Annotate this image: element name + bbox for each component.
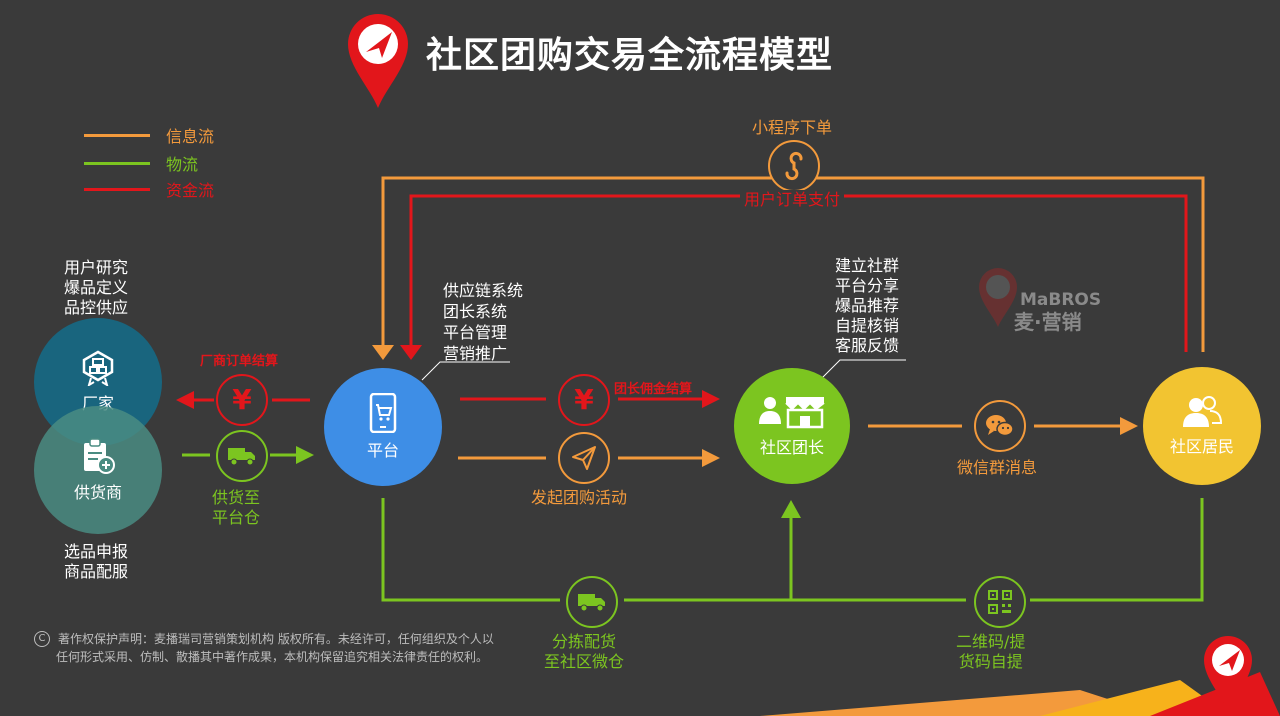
mini-program-arrowhead bbox=[372, 345, 394, 360]
legend-item-money: 资金流 bbox=[84, 178, 214, 200]
settlement-arrowhead bbox=[176, 391, 194, 409]
clipboard-add-icon bbox=[84, 438, 115, 474]
activity-arrowhead bbox=[702, 449, 720, 467]
leader-label: 社区团长 bbox=[759, 438, 824, 457]
leader-note-4: 自提核销 bbox=[835, 316, 900, 335]
commission-arrowhead bbox=[702, 390, 720, 408]
qr-code-icon bbox=[988, 590, 1012, 614]
watermark-latin: MaBROS bbox=[1020, 290, 1102, 310]
platform-label: 平台 bbox=[366, 441, 399, 460]
supply-label: 供货至 平台仓 bbox=[212, 488, 260, 528]
qr-pickup-label-line-1: 二维码/提 bbox=[956, 632, 1026, 651]
certificate-icon bbox=[82, 350, 114, 386]
node-platform: 平台 bbox=[324, 368, 442, 486]
pickup-line-right bbox=[1030, 498, 1204, 602]
decor-stripe-orange bbox=[760, 690, 1160, 716]
node-resident: 社区居民 bbox=[1143, 367, 1261, 485]
legend-label-logistics: 物流 bbox=[166, 155, 199, 174]
legend-label-money: 资金流 bbox=[166, 181, 215, 200]
leader-note-3: 爆品推荐 bbox=[835, 296, 900, 315]
qr-pickup-label: 二维码/提 货码自提 bbox=[956, 632, 1025, 672]
manufacturer-note-3: 品控供应 bbox=[64, 298, 129, 317]
pin-logo-icon bbox=[348, 14, 408, 108]
copyright-line-1: 著作权保护声明：麦播瑞司营销策划机构 版权所有。未经许可，任何组织及个人以 bbox=[58, 632, 494, 646]
qr-pickup-label-line-2: 货码自提 bbox=[958, 652, 1023, 671]
mini-program-label: 小程序下单 bbox=[752, 118, 833, 137]
manufacturer-note-1: 用户研究 bbox=[64, 258, 129, 277]
activity-label: 发起团购活动 bbox=[531, 488, 628, 507]
activity-badge bbox=[558, 432, 610, 484]
platform-note-2: 团长系统 bbox=[443, 302, 508, 321]
resident-label: 社区居民 bbox=[1169, 437, 1234, 456]
node-leader: 社区团长 bbox=[734, 368, 850, 484]
node-supplier: 供货商 bbox=[34, 406, 162, 534]
distribution-badge bbox=[566, 576, 618, 628]
distribution-label-line-2: 至社区微仓 bbox=[544, 652, 625, 671]
commission-badge: ¥ bbox=[558, 374, 610, 426]
shop-person-icon bbox=[759, 397, 825, 429]
platform-note-3: 平台管理 bbox=[443, 323, 508, 342]
leader-note-5: 客服反馈 bbox=[835, 336, 900, 355]
manufacturer-settlement-label: 厂商订单结算 bbox=[200, 354, 279, 369]
supply-arrowhead bbox=[296, 446, 314, 464]
settlement-badge: ¥ bbox=[216, 374, 268, 426]
copyright-line-2: 任何形式采用、仿制、散播其中著作成果，本机构保留追究相关法律责任的权利。 bbox=[56, 650, 489, 664]
commission-label: 团长佣金结算 bbox=[614, 382, 693, 397]
legend-item-info: 信息流 bbox=[84, 124, 214, 146]
leader-note-2: 平台分享 bbox=[835, 276, 900, 295]
wechat-label: 微信群消息 bbox=[957, 458, 1038, 477]
user-payment-arrowhead bbox=[400, 345, 422, 360]
legend-item-logistics: 物流 bbox=[84, 152, 198, 174]
copyright-icon: C bbox=[34, 631, 50, 647]
watermark-pin-icon bbox=[979, 268, 1017, 327]
distribution-arrowhead bbox=[781, 500, 801, 518]
distribution-line-left bbox=[381, 498, 560, 602]
legend-swatch-info bbox=[84, 133, 150, 137]
mini-program-badge bbox=[768, 140, 820, 192]
truck-icon bbox=[578, 594, 605, 612]
leader-note-1: 建立社群 bbox=[835, 256, 900, 275]
platform-note-pointer bbox=[421, 361, 510, 381]
supply-label-line-1: 供货至 bbox=[212, 488, 261, 507]
distribution-label-line-1: 分拣配货 bbox=[552, 632, 617, 651]
wechat-icon bbox=[986, 415, 1014, 437]
yuan-icon: ¥ bbox=[574, 383, 594, 416]
manufacturer-note-2: 爆品定义 bbox=[64, 278, 129, 297]
legend-label-info: 信息流 bbox=[166, 127, 215, 146]
supplier-note-2: 商品配服 bbox=[64, 562, 129, 581]
platform-notes: 供应链系统 团长系统 平台管理 营销推广 bbox=[443, 280, 523, 364]
leader-notes: 建立社群 平台分享 爆品推荐 自提核销 客服反馈 bbox=[835, 256, 899, 356]
qr-pickup-badge bbox=[974, 576, 1026, 628]
supplier-notes: 选品申报 商品配服 bbox=[64, 542, 128, 582]
distribution-label: 分拣配货 至社区微仓 bbox=[544, 632, 624, 672]
page-title: 社区团购交易全流程模型 bbox=[426, 35, 834, 76]
platform-note-4: 营销推广 bbox=[443, 344, 508, 363]
legend-swatch-logistics bbox=[84, 161, 150, 165]
mobile-cart-icon bbox=[369, 393, 397, 433]
distribution-line-right bbox=[624, 518, 793, 602]
wechat-arrowhead bbox=[1120, 417, 1138, 435]
manufacturer-notes: 用户研究 爆品定义 品控供应 bbox=[64, 258, 128, 318]
copyright-notice: C 著作权保护声明：麦播瑞司营销策划机构 版权所有。未经许可，任何组织及个人以 … bbox=[34, 630, 494, 666]
platform-note-1: 供应链系统 bbox=[443, 281, 524, 300]
leader-note-pointer bbox=[821, 359, 906, 379]
corner-pin-icon bbox=[1204, 636, 1252, 712]
copyright-line-1-row: C 著作权保护声明：麦播瑞司营销策划机构 版权所有。未经许可，任何组织及个人以 bbox=[34, 630, 494, 648]
watermark-chinese: 麦·营销 bbox=[1014, 310, 1082, 334]
yuan-icon: ¥ bbox=[232, 383, 252, 416]
decor-stripe-red bbox=[1150, 672, 1280, 716]
supplier-note-1: 选品申报 bbox=[64, 542, 129, 561]
paper-plane-icon bbox=[572, 446, 596, 470]
supplier-label: 供货商 bbox=[73, 483, 122, 502]
truck-icon bbox=[228, 448, 255, 466]
wechat-badge bbox=[974, 400, 1026, 452]
users-icon bbox=[1183, 396, 1222, 427]
legend-swatch-money bbox=[84, 187, 150, 191]
mini-program-icon bbox=[785, 151, 803, 181]
supply-badge bbox=[216, 430, 268, 482]
supply-label-line-2: 平台仓 bbox=[212, 508, 261, 527]
user-payment-label: 用户订单支付 bbox=[740, 190, 845, 210]
